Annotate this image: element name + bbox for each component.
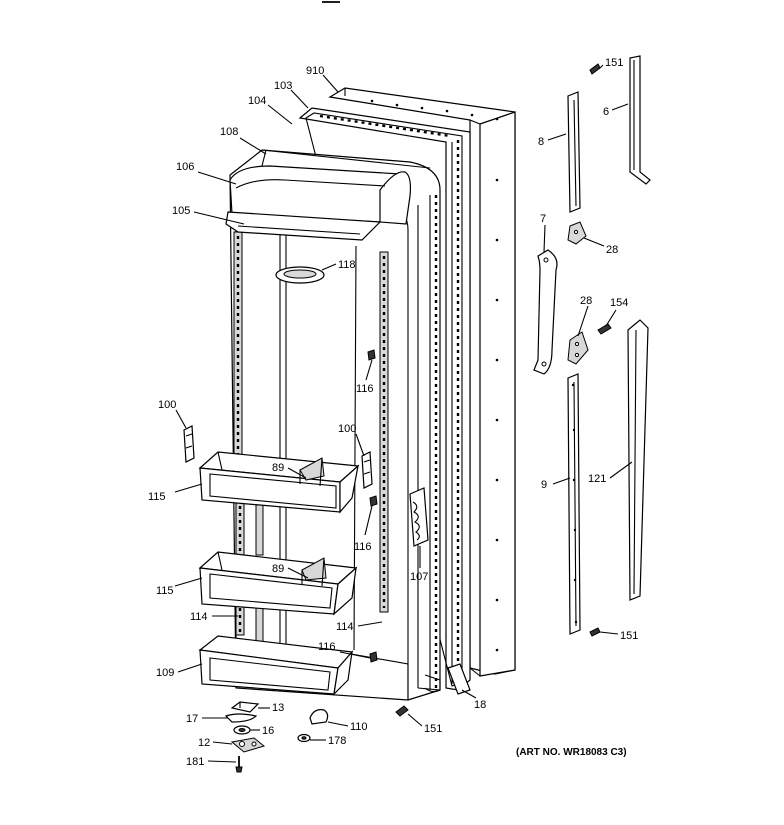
label-16: 16 <box>262 725 274 737</box>
label-154: 154 <box>610 297 628 309</box>
shelf-support-right <box>361 451 373 489</box>
label-116-lower: 116 <box>318 641 336 653</box>
label-114-right: 114 <box>336 621 354 633</box>
label-12: 12 <box>198 737 210 749</box>
door-closer-110 <box>309 709 329 725</box>
label-110: 110 <box>350 721 368 733</box>
gasket-trim-18 <box>447 663 471 695</box>
label-114-left: 114 <box>190 611 208 623</box>
hinge-screw-181 <box>235 756 243 773</box>
label-178: 178 <box>328 735 346 747</box>
upper-door-bin <box>198 451 360 514</box>
label-116-middle: 116 <box>354 541 372 553</box>
handle-trim-121 <box>627 319 649 601</box>
label-8: 8 <box>538 136 544 148</box>
label-6: 6 <box>603 106 609 118</box>
handle-7 <box>533 249 558 375</box>
handle-trim-6 <box>629 55 651 185</box>
hinge-bracket-12 <box>230 737 266 753</box>
part-number-labels: 910 103 104 108 106 105 118 116 100 100 … <box>148 57 638 768</box>
label-100-right: 100 <box>338 423 356 435</box>
label-121: 121 <box>588 473 606 485</box>
hinge-cam-16 <box>233 725 251 735</box>
label-118: 118 <box>338 259 356 271</box>
screw-116-middle <box>369 495 378 507</box>
dairy-compartment <box>225 149 412 241</box>
art-number: (ART NO. WR18083 C3) <box>516 747 627 758</box>
label-105: 105 <box>172 205 190 217</box>
label-108: 108 <box>220 126 238 138</box>
label-115-middle: 115 <box>156 585 174 597</box>
label-18: 18 <box>474 699 486 711</box>
screw-151-right <box>589 627 601 637</box>
label-107: 107 <box>410 571 428 583</box>
handle-mount-28-lower <box>567 331 589 365</box>
screw-154 <box>597 323 612 335</box>
label-9: 9 <box>541 479 547 491</box>
label-7: 7 <box>540 213 546 225</box>
dairy-door-grip <box>275 266 325 284</box>
hinge-plate-17 <box>224 713 258 723</box>
hinge-bushing-13 <box>230 701 260 713</box>
hinge-insert <box>409 487 429 547</box>
handle-mount-28-upper <box>567 221 587 245</box>
label-100-left: 100 <box>158 399 176 411</box>
label-181: 181 <box>186 756 204 768</box>
label-116-upper: 116 <box>356 383 374 395</box>
label-89-upper: 89 <box>272 462 284 474</box>
label-106: 106 <box>176 161 194 173</box>
label-151-top: 151 <box>605 57 623 69</box>
leader-lines <box>174 64 633 763</box>
label-17: 17 <box>186 713 198 725</box>
middle-door-bin <box>198 551 358 616</box>
label-103: 103 <box>274 80 292 92</box>
label-109: 109 <box>156 667 174 679</box>
label-28-lower: 28 <box>580 295 592 307</box>
panel-screw-dots <box>370 99 499 652</box>
screw-116-lower <box>369 651 378 663</box>
label-89-middle: 89 <box>272 563 284 575</box>
washer-178 <box>297 733 311 743</box>
label-13: 13 <box>272 702 284 714</box>
screw-151-top <box>589 63 601 75</box>
label-910: 910 <box>306 65 324 77</box>
label-104: 104 <box>248 95 266 107</box>
screw-151-bottom <box>395 705 409 717</box>
bottom-door-bin <box>198 635 354 696</box>
label-151-bottom: 151 <box>424 723 442 735</box>
label-28-upper: 28 <box>606 244 618 256</box>
screw-116-upper <box>367 349 376 361</box>
handle-cap-9 <box>567 373 581 635</box>
label-151-right: 151 <box>620 630 638 642</box>
shelf-support-left <box>183 425 195 463</box>
label-115-upper: 115 <box>148 491 166 503</box>
handle-cap-8 <box>567 91 581 213</box>
outer-door-panel <box>328 87 516 677</box>
